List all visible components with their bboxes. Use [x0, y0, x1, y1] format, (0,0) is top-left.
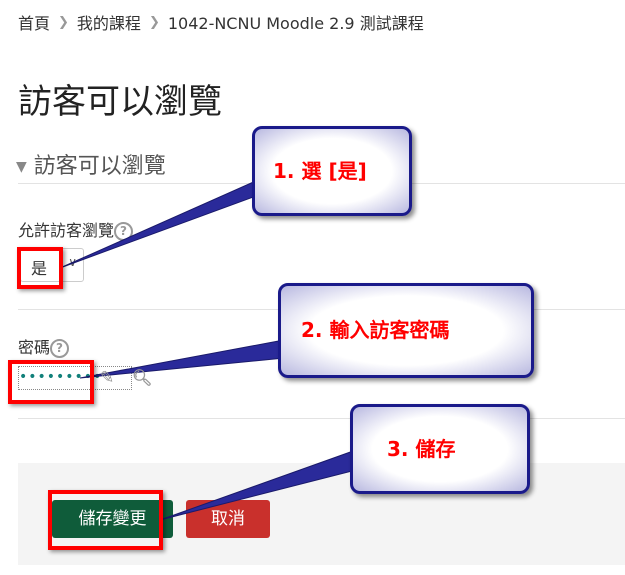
caret-down-icon: ▼ — [16, 159, 27, 175]
password-label: 密碼? — [18, 334, 70, 358]
help-icon[interactable]: ? — [50, 339, 70, 358]
callout-3: 3. 儲存 — [350, 404, 530, 494]
breadcrumb-my-courses[interactable]: 我的課程 — [76, 14, 141, 33]
breadcrumb-home[interactable]: 首頁 — [18, 14, 51, 33]
chevron-right-icon: ❯ — [58, 14, 69, 30]
callout-1: 1. 選 [是] — [252, 126, 412, 216]
reveal-search-icon[interactable]: 🔍︎ — [132, 368, 153, 387]
highlight-select — [17, 247, 63, 289]
callout-3-pointer — [159, 449, 357, 521]
chevron-right-icon: ❯ — [148, 14, 160, 30]
save-changes-button[interactable]: 儲存變更 — [52, 500, 173, 538]
highlight-save — [48, 490, 163, 550]
section-legend[interactable]: ▼ 訪客可以瀏覽 — [16, 154, 166, 179]
breadcrumb-course[interactable]: 1042-NCNU Moodle 2.9 測試課程 — [167, 14, 424, 33]
callout-2: 2. 輸入訪客密碼 — [278, 283, 534, 378]
breadcrumb: 首頁 ❯ 我的課程 ❯ 1042-NCNU Moodle 2.9 測試課程 — [18, 10, 424, 34]
edit-pencil-icon[interactable]: ✎ — [100, 368, 115, 388]
page-title: 訪客可以瀏覽 — [18, 82, 222, 122]
highlight-password — [8, 360, 94, 404]
divider — [18, 418, 625, 419]
callout-1-pointer — [59, 179, 259, 269]
password-input[interactable]: ••••••••• — [18, 366, 132, 390]
